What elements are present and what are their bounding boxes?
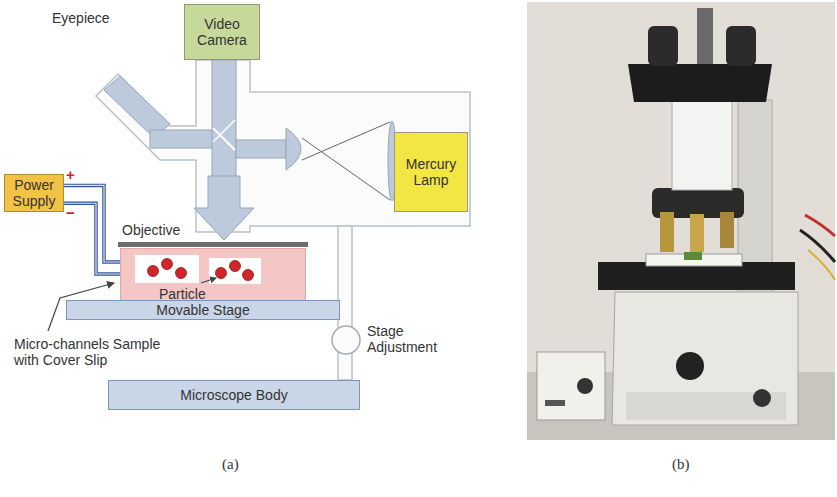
part-label: Objective — [122, 222, 180, 238]
body-bar: Microscope Body — [108, 380, 360, 410]
particle-dot — [148, 266, 159, 277]
switch — [545, 400, 565, 406]
objective-lens — [720, 212, 734, 248]
node-label: Stage Adjustment — [367, 323, 457, 355]
eyepiece-prism — [104, 76, 170, 138]
micro-channel — [135, 255, 199, 283]
particle-picture — [121, 249, 307, 303]
cable — [808, 250, 835, 280]
wire-outline — [64, 185, 120, 262]
wire-outline — [64, 203, 120, 274]
light-arrow — [194, 176, 254, 240]
focus-knob — [676, 352, 704, 380]
panel-label: (b) — [672, 456, 690, 472]
polarity-sign: − — [66, 205, 75, 221]
knob — [753, 389, 771, 407]
knob — [577, 378, 593, 394]
optical-tube — [150, 130, 214, 148]
power-supply-box: Power Supply — [4, 174, 64, 212]
particle-dot — [230, 261, 241, 272]
leader-line — [201, 278, 216, 283]
camera-box: Video Camera — [184, 4, 260, 60]
wire-core — [64, 185, 120, 262]
panel-label: (a) — [222, 456, 239, 472]
mirror — [213, 120, 235, 142]
stage-pillar — [338, 226, 352, 380]
microscope-base — [612, 292, 798, 425]
cover-slip — [118, 242, 308, 247]
light-ray — [302, 122, 390, 160]
photo-background — [527, 2, 835, 440]
objective-lens — [660, 212, 674, 252]
micro-channel — [209, 258, 261, 284]
adjust-knob: Stage Adjustment — [331, 325, 361, 355]
particle-dot — [176, 268, 187, 279]
node-label: Movable Stage — [156, 302, 249, 318]
sample-region: Particle — [120, 248, 306, 302]
optical-tube — [212, 60, 236, 182]
node-label: Power Supply — [5, 177, 63, 209]
condenser-lens — [286, 128, 301, 170]
cable — [805, 215, 835, 236]
power-wire — [64, 203, 120, 274]
illuminator-column — [672, 100, 732, 190]
knob-circle — [332, 326, 360, 354]
stage-bar: Movable Stage — [66, 300, 340, 320]
particle-dot — [243, 270, 254, 281]
eyepiece-tube — [726, 26, 756, 66]
power-wire — [64, 185, 120, 262]
node-label: Microscope Body — [180, 387, 287, 403]
camera-port — [697, 8, 713, 64]
microscope-housing — [96, 60, 470, 232]
polarity-sign: + — [66, 167, 75, 183]
objective-lens — [690, 214, 704, 252]
part-label: Micro-channels Sample with Cover Slip — [14, 336, 174, 368]
lamp-power-box — [537, 352, 605, 420]
optical-tube — [236, 140, 286, 158]
microscope-head — [628, 64, 772, 102]
particle-dot — [216, 268, 227, 279]
wire-core — [64, 203, 120, 274]
node-label: Video Camera — [185, 16, 259, 48]
chip — [684, 252, 702, 260]
eyepiece-tube — [648, 26, 678, 66]
particle-dot — [162, 259, 173, 270]
knob-outline — [331, 325, 361, 355]
lamp-box: Mercury Lamp — [394, 132, 468, 212]
node-label: Mercury Lamp — [395, 156, 467, 188]
light-ray — [302, 138, 390, 200]
part-label: Eyepiece — [52, 10, 110, 26]
